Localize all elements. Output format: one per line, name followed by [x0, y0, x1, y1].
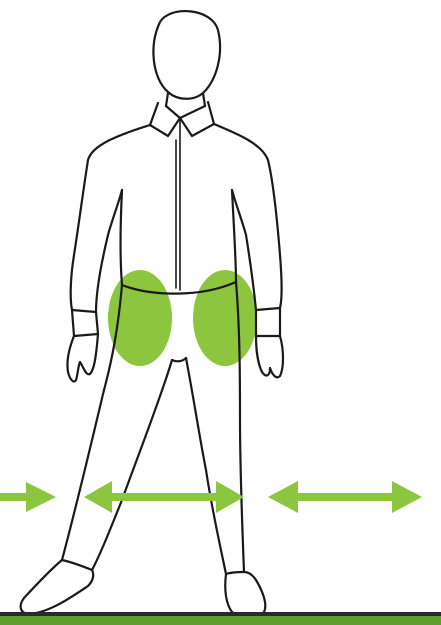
left-cuff — [72, 310, 98, 336]
right-hand — [256, 336, 283, 377]
left-shoe — [21, 560, 94, 614]
movement-arrows — [0, 481, 422, 513]
right-shoe — [225, 572, 265, 617]
head-outline — [153, 11, 220, 99]
double-arrow-horizontal-icon — [84, 481, 244, 513]
shirt-placket — [176, 118, 180, 290]
right-cuff — [256, 308, 280, 336]
collar-outline — [150, 102, 214, 136]
ground-strip — [0, 612, 441, 625]
crotch-outline — [172, 358, 186, 361]
arrow-right-icon — [0, 482, 56, 512]
double-arrow-horizontal-icon — [268, 481, 422, 513]
left-hand — [67, 334, 98, 382]
right-hip-highlight — [193, 270, 257, 366]
